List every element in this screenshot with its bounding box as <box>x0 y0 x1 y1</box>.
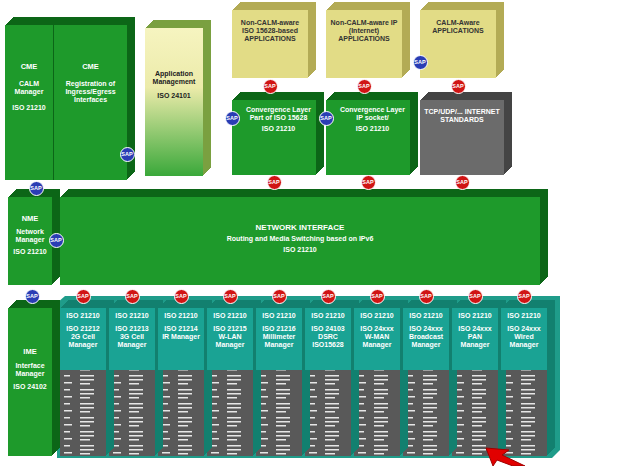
manager-block: IME Interface ManagerISO 24102 <box>8 308 52 456</box>
sap-marker: SAP <box>225 111 240 126</box>
sap-marker: SAP <box>272 289 287 304</box>
interface-module: ISO 21210ISO 21214 IR Manager <box>158 308 204 456</box>
block-heading: Convergence Layer IP socket/ <box>338 106 407 122</box>
application-block: Non-CALM-aware ISO 15628-based APPLICATI… <box>232 10 308 78</box>
block-text: ISO 21210 <box>283 246 316 254</box>
sap-marker: SAP <box>125 289 140 304</box>
block-text: Registration of Ingress/Egress Interface… <box>57 80 124 104</box>
interface-module: ISO 21210ISO 24xxx Broadcast Manager <box>403 308 449 456</box>
block-heading: TCP/UDP/... INTERNET STANDARDS <box>423 108 501 124</box>
sap-marker: SAP <box>419 289 434 304</box>
block-heading: ISO 21210 <box>458 312 491 320</box>
manager-block: CME Registration of Ingress/Egress Interf… <box>53 25 127 180</box>
application-block: Non-CALM-aware IP (Internet) APPLICATION… <box>326 10 402 78</box>
network-interface: NETWORK INTERFACE Routing and Media Switc… <box>60 197 540 285</box>
sap-marker: SAP <box>263 79 278 94</box>
block-heading: ISO 21210 <box>262 312 295 320</box>
block-heading: CALM-Aware APPLICATIONS <box>423 19 493 35</box>
interface-module: ISO 21210ISO 21216 Millimeter Manager <box>256 308 302 456</box>
convergence-layer: Convergence Layer IP socket/ISO 21210 <box>326 100 410 175</box>
red-pointer-arrow <box>486 448 525 466</box>
block-text: ISO 24xxx Wired Manager <box>504 325 544 349</box>
sap-marker: SAP <box>517 289 532 304</box>
sap-marker: SAP <box>370 289 385 304</box>
block-heading: ISO 21210 <box>66 312 99 320</box>
sap-marker: SAP <box>25 289 40 304</box>
block-heading: ISO 21210 <box>409 312 442 320</box>
block-heading: CME <box>82 63 99 72</box>
sap-marker: SAP <box>413 55 428 70</box>
block-text: ISO 21210 <box>12 104 45 112</box>
sap-marker: SAP <box>174 289 189 304</box>
interface-module: ISO 21210ISO 24xxx W-MAN Manager <box>354 308 400 456</box>
block-heading: IME <box>23 348 36 357</box>
block-text: ISO 24xxx W-MAN Manager <box>357 325 397 349</box>
block-text: CALM Manager <box>8 80 50 96</box>
sap-marker: SAP <box>468 289 483 304</box>
block-text: ISO 24102 <box>13 383 46 391</box>
convergence-layer: Convergence Layer Part of ISO 15628ISO 2… <box>232 100 316 175</box>
interface-module: ISO 21210ISO 24xxx Wired Manager <box>501 308 547 456</box>
manager-block: NME Network ManagerISO 21210 <box>8 197 52 285</box>
sap-marker: SAP <box>223 289 238 304</box>
management-block: Application ManagementISO 24101 <box>145 28 203 176</box>
block-text: ISO 21213 3G Cell Manager <box>112 325 152 349</box>
block-text: ISO 24101 <box>157 92 190 100</box>
interface-module: ISO 21210ISO 21215 W-LAN Manager <box>207 308 253 456</box>
interface-module: ISO 21210ISO 21213 3G Cell Manager <box>109 308 155 456</box>
block-text: ISO 24xxx PAN Manager <box>455 325 495 349</box>
sap-marker: SAP <box>455 175 470 190</box>
sap-marker: SAP <box>29 181 44 196</box>
block-text: ISO 21212 2G Cell Manager <box>63 325 103 349</box>
block-heading: Non-CALM-aware IP (Internet) APPLICATION… <box>329 19 399 43</box>
block-heading: CME <box>21 63 38 72</box>
block-text: ISO 21210 <box>262 125 295 133</box>
block-text: ISO 21214 IR Manager <box>161 325 201 341</box>
block-text: ISO 21215 W-LAN Manager <box>210 325 250 349</box>
block-heading: ISO 21210 <box>311 312 344 320</box>
standards-block: TCP/UDP/... INTERNET STANDARDS <box>420 100 504 175</box>
block-heading: ISO 21210 <box>360 312 393 320</box>
module-backplane <box>57 296 560 458</box>
interface-module: ISO 21210ISO 21212 2G Cell Manager <box>60 308 106 456</box>
block-text: ISO 21210 <box>13 248 46 256</box>
block-heading: Convergence Layer Part of ISO 15628 <box>244 106 313 122</box>
block-heading: ISO 21210 <box>507 312 540 320</box>
block-text: ISO 21216 Millimeter Manager <box>259 325 299 349</box>
sap-marker: SAP <box>357 79 372 94</box>
block-heading: ISO 21210 <box>213 312 246 320</box>
block-text: ISO 24xxx Broadcast Manager <box>406 325 446 349</box>
sap-marker: SAP <box>120 147 135 162</box>
block-heading: NME <box>22 215 39 224</box>
sap-marker: SAP <box>267 175 282 190</box>
sap-marker: SAP <box>361 175 376 190</box>
sap-marker: SAP <box>76 289 91 304</box>
interface-module: ISO 21210ISO 24103 DSRC ISO15628 <box>305 308 351 456</box>
block-heading: ISO 21210 <box>115 312 148 320</box>
interface-module: ISO 21210ISO 24xxx PAN Manager <box>452 308 498 456</box>
block-text: Routing and Media Switching based on IPv… <box>227 235 374 243</box>
sap-marker: SAP <box>49 233 64 248</box>
block-text: ISO 24103 DSRC ISO15628 <box>308 325 348 349</box>
application-block: CALM-Aware APPLICATIONS <box>420 10 496 78</box>
sap-marker: SAP <box>319 111 334 126</box>
block-text: Network Manager <box>11 228 49 244</box>
sap-marker: SAP <box>451 79 466 94</box>
block-heading: NETWORK INTERFACE <box>256 223 345 232</box>
sap-marker: SAP <box>321 289 336 304</box>
block-heading: Application Management <box>148 70 200 86</box>
manager-block: CME CALM ManagerISO 21210 <box>5 25 53 180</box>
block-heading: Non-CALM-aware ISO 15628-based APPLICATI… <box>235 19 305 43</box>
block-text: Interface Manager <box>11 362 49 378</box>
block-text: ISO 21210 <box>356 125 389 133</box>
block-heading: ISO 21210 <box>164 312 197 320</box>
